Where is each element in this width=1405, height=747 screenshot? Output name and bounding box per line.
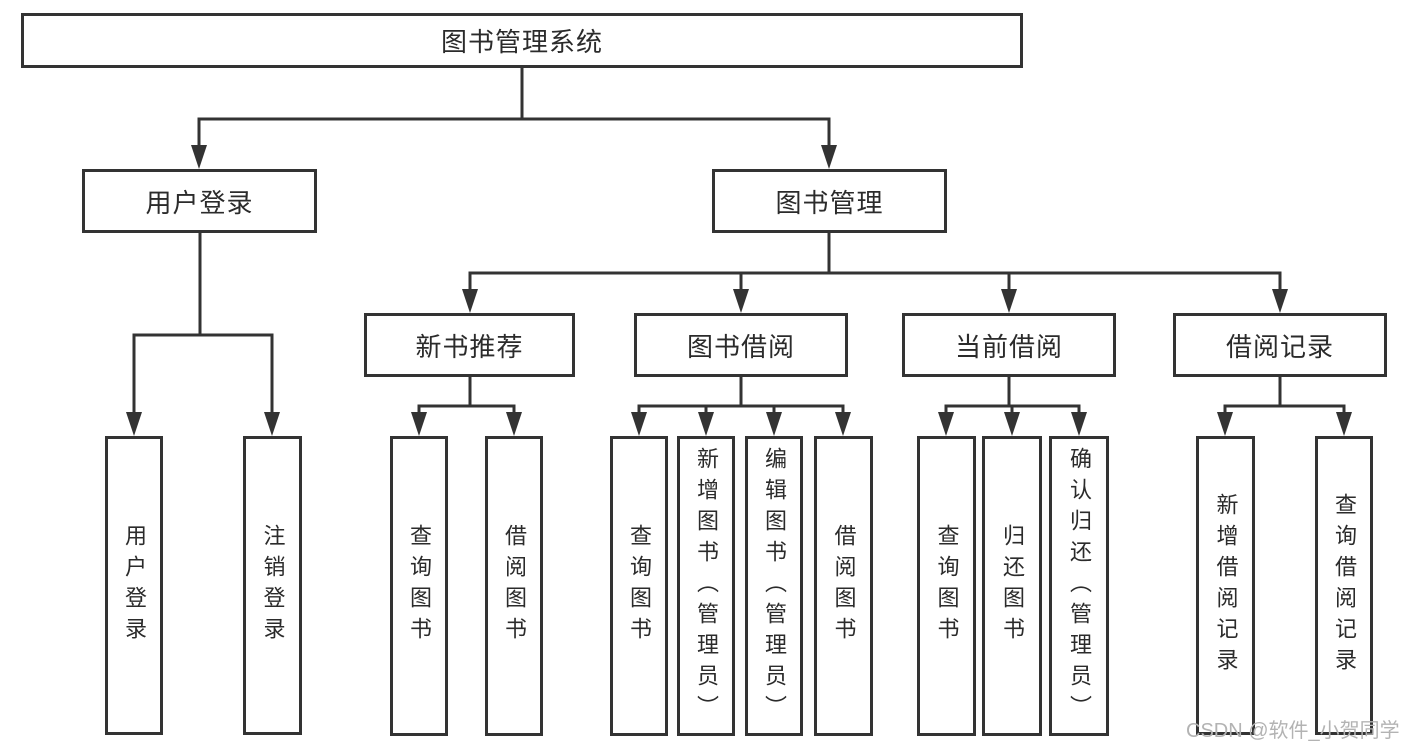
node-label: 查询借阅记录 [1332,492,1357,679]
arrowhead-down [462,289,478,313]
node-label: 借阅记录 [1225,331,1334,362]
connector-borrow-records-children [1217,377,1352,436]
node-user-login-action: 用户登录 [105,436,163,735]
node-label: 查询图书 [407,524,432,648]
node-label: 编辑图书（管理员） [762,446,787,726]
arrowhead-down [835,412,851,436]
node-book-borrow: 图书借阅 [634,313,848,377]
node-label: 注销登录 [260,523,286,648]
node-label: 借阅图书 [502,524,527,648]
node-borrow-records: 借阅记录 [1173,313,1387,377]
connector-line [944,404,1081,414]
node-borrow-book: 借阅图书 [485,436,543,736]
connector-line [468,271,1282,291]
arrowhead-down [191,145,207,169]
node-book-management: 图书管理 [712,169,947,233]
node-label: 确认归还（管理员） [1067,446,1092,726]
arrowhead-down [411,412,427,436]
arrowhead-down [1217,412,1233,436]
node-logout: 注销登录 [243,436,302,735]
node-label: 新增借阅记录 [1213,492,1239,679]
arrowhead-down [938,412,954,436]
connector-line [1223,404,1346,414]
node-label: 用户登录 [145,187,254,218]
arrowhead-down [733,289,749,313]
node-return-book: 归还图书 [982,436,1042,736]
connector-new-book-recommend-children [411,377,522,436]
node-label: 查询图书 [934,524,960,648]
node-user-login: 用户登录 [82,169,317,233]
arrowhead-down [126,412,142,436]
node-label: 当前借阅 [954,331,1063,362]
arrowhead-down [821,145,837,169]
arrowhead-down [698,412,714,436]
arrowhead-down [1071,412,1087,436]
arrowhead-down [631,412,647,436]
node-query-books: 查询图书 [390,436,448,736]
node-edit-book-admin: 编辑图书（管理员） [745,436,803,736]
connector-book-borrow-children [631,377,851,436]
connector-line [417,404,516,414]
node-label: 新增图书（管理员） [694,446,719,726]
node-add-book-admin: 新增图书（管理员） [677,436,735,736]
node-confirm-return-admin: 确认归还（管理员） [1049,436,1109,736]
node-label: 新书推荐 [415,331,524,362]
node-label: 图书管理 [775,187,884,218]
connector-line [637,404,845,414]
arrowhead-down [1336,412,1352,436]
connector-line [132,333,274,414]
arrowhead-down [264,412,280,436]
node-new-book-recommend: 新书推荐 [364,313,575,377]
node-query-books: 查询图书 [917,436,976,736]
node-current-borrow: 当前借阅 [902,313,1116,377]
arrowhead-down [766,412,782,436]
node-label: 归还图书 [1000,524,1025,648]
node-query-borrow-record: 查询借阅记录 [1315,436,1373,735]
arrowhead-down [1272,289,1288,313]
node-label: 用户登录 [122,523,147,648]
node-label: 借阅图书 [831,524,857,648]
node-label: 查询图书 [627,524,652,648]
node-query-books: 查询图书 [610,436,668,736]
node-root: 图书管理系统 [21,13,1023,68]
connector-line [197,117,831,148]
connector-book-management-children [462,233,1288,313]
connector-root-to-level2 [191,68,837,169]
arrowhead-down [506,412,522,436]
node-label: 图书管理系统 [440,27,603,57]
arrowhead-down [1001,289,1017,313]
connector-user-login-children [126,233,280,436]
arrowhead-down [1004,412,1020,436]
csdn-watermark: CSDN @软件_小贺同学 [1186,720,1400,742]
connector-current-borrow-children [938,377,1087,436]
node-label: 图书借阅 [686,331,795,362]
node-borrow-book: 借阅图书 [814,436,873,736]
node-add-borrow-record: 新增借阅记录 [1196,436,1255,735]
